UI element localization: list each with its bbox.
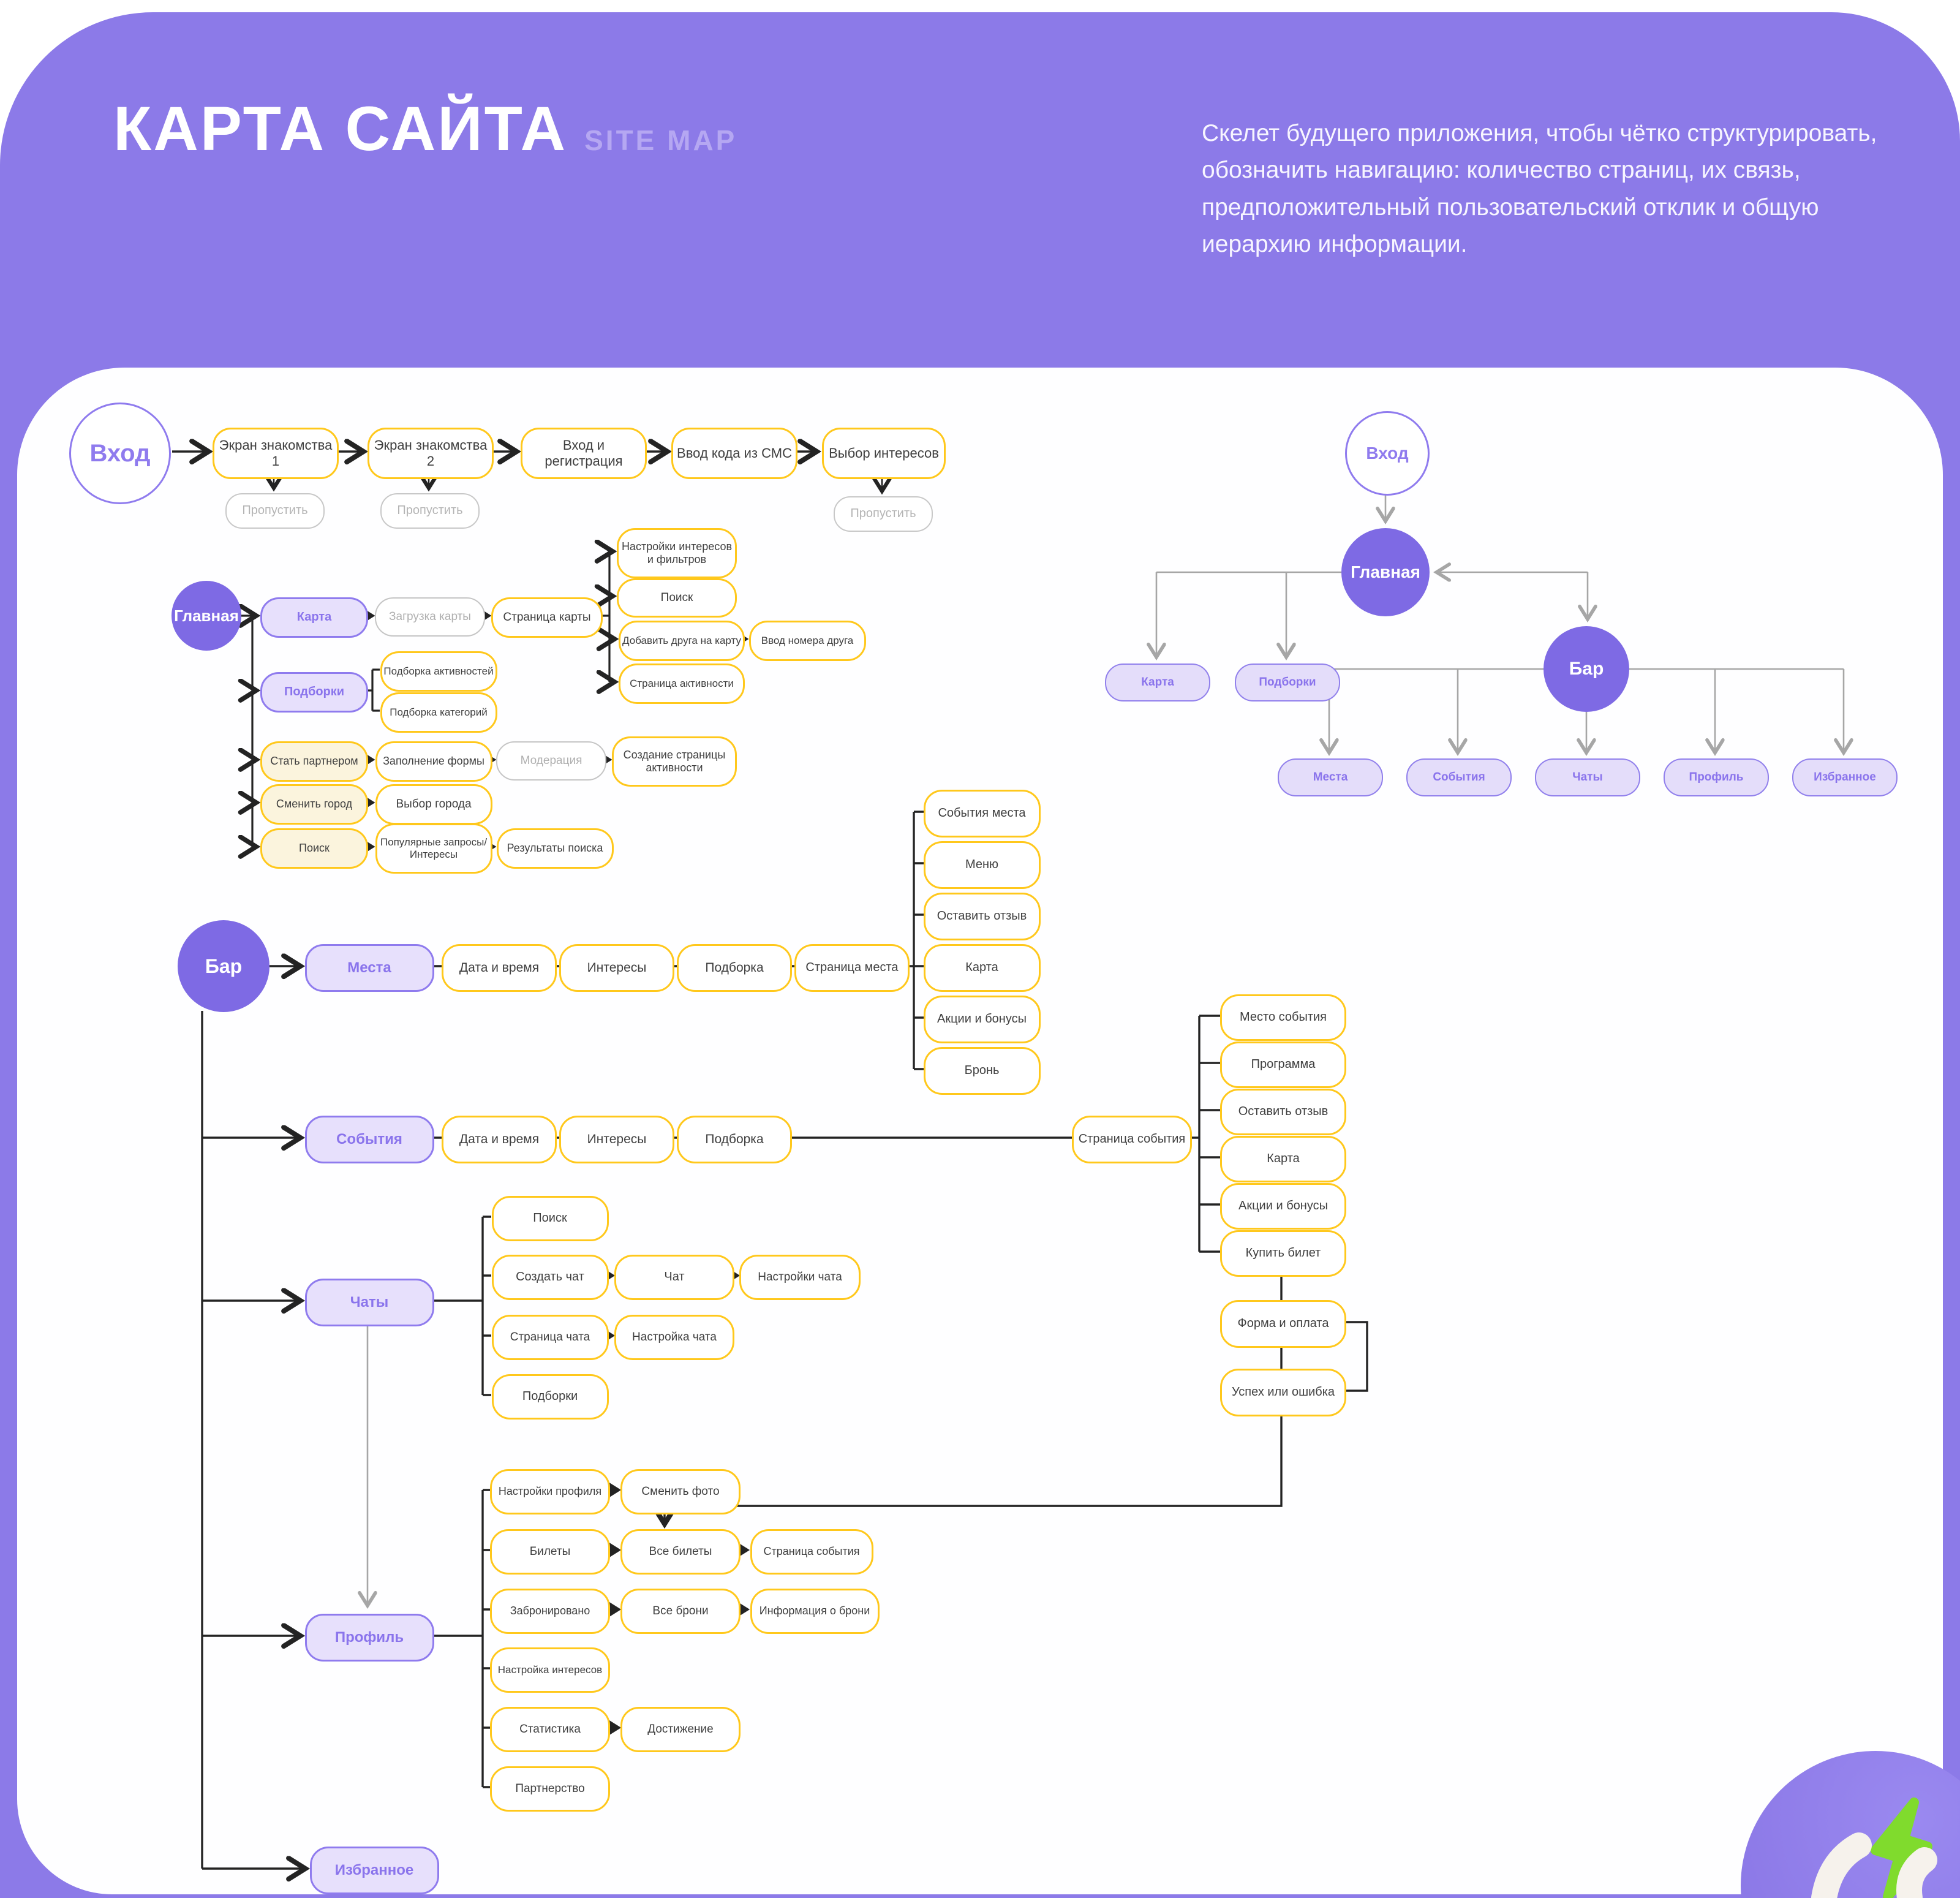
node-smenit-foto: Сменить фото (620, 1469, 741, 1514)
node-profil: Профиль (304, 1614, 434, 1662)
node-bilety: Билеты (490, 1529, 610, 1575)
node-sobytiya: События (304, 1116, 434, 1163)
node-izbrannoe-r: Избранное (1792, 758, 1898, 796)
node-vhod-reg: Вход и регистрация (521, 428, 647, 479)
node-mesta-r: Места (1278, 758, 1383, 796)
node-karta-m: Карта (923, 944, 1041, 992)
node-menu: Меню (923, 841, 1041, 889)
node-vse-bilety: Все билеты (620, 1529, 741, 1575)
circle-vhod-left: Вход (69, 403, 171, 504)
node-ostavit-otzyv-m: Оставить отзыв (923, 893, 1041, 940)
circle-glavnaya-left: Главная (172, 581, 241, 651)
node-zapolnenie-formy: Заполнение формы (375, 741, 492, 782)
node-dobavit-druga: Добавить друга на карту (619, 621, 745, 661)
node-forma-oplata: Форма и оплата (1220, 1300, 1346, 1348)
node-kupit-bilet: Купить билет (1220, 1230, 1346, 1277)
circle-bar-right: Бар (1544, 626, 1629, 712)
node-sobytiya-r: События (1406, 758, 1512, 796)
node-chat: Чат (614, 1255, 734, 1300)
node-skip3: Пропустить (834, 496, 933, 532)
node-informatsiya-o-broni: Информация о брони (750, 1589, 880, 1634)
node-mesta: Места (304, 944, 434, 992)
node-uspeh-oshibka: Успех или ошибка (1220, 1369, 1346, 1416)
node-ekran1: Экран знакомства 1 (213, 428, 339, 479)
circle-glavnaya-right: Главная (1341, 528, 1430, 616)
node-smenit-gorod: Сменить город (260, 784, 368, 825)
node-karta-l: Карта (260, 597, 368, 638)
node-zabronirovano: Забронировано (490, 1589, 610, 1634)
node-nastroyki-interesov-f: Настройки интересов и фильтров (617, 528, 737, 578)
node-partnerstvo: Партнерство (490, 1766, 610, 1812)
node-podborka-s: Подборка (677, 1116, 792, 1163)
node-ekran2: Экран знакомства 2 (368, 428, 494, 479)
node-poisk-l: Поиск (260, 828, 368, 869)
overview-tree-wires (368, 492, 1844, 1604)
node-vvod-nomera: Ввод номера друга (748, 621, 866, 661)
node-poisk-ch: Поиск (491, 1196, 609, 1241)
node-podborki-ch: Подборки (491, 1374, 609, 1420)
node-dostizhenie: Достижение (620, 1707, 741, 1752)
node-nastroyka-interesov: Настройка интересов (490, 1647, 610, 1693)
node-podborki-r: Подборки (1235, 664, 1340, 701)
node-zagruzka-karty: Загрузка карты (375, 597, 485, 637)
node-chaty: Чаты (304, 1279, 434, 1326)
node-nastroyki-profilya: Настройки профиля (490, 1469, 610, 1514)
node-stranitsa-sobytiya: Страница события (1072, 1116, 1192, 1163)
node-karta-s: Карта (1220, 1136, 1346, 1182)
node-aktsii-bonusy-s: Акции и бонусы (1220, 1183, 1346, 1230)
node-podborki-l: Подборки (260, 672, 368, 713)
page-description: Скелет будущего приложения, чтобы чётко … (1202, 120, 1877, 258)
node-poisk-karty: Поиск (617, 578, 737, 618)
node-interesy-m: Интересы (559, 944, 674, 992)
node-stat-partnerom: Стать партнером (260, 741, 368, 782)
node-stranitsa-aktivnosti: Страница активности (619, 664, 745, 704)
node-statistika: Статистика (490, 1707, 610, 1752)
node-aktsii-bonusy-m: Акции и бонусы (923, 996, 1041, 1043)
node-podborka-m: Подборка (677, 944, 792, 992)
node-stranitsa-sobytiya-p: Страница события (750, 1529, 873, 1575)
node-ostavit-otzyv-s: Оставить отзыв (1220, 1089, 1346, 1135)
node-podborka-kategoriy: Подборка категорий (380, 692, 497, 733)
node-sobytiya-mesta: События места (923, 790, 1041, 837)
node-interesy-s: Интересы (559, 1116, 674, 1163)
node-mesto-sobytiya: Место события (1220, 994, 1346, 1041)
node-vse-broni: Все брони (620, 1589, 741, 1634)
node-vybor-interesov: Выбор интересов (822, 428, 946, 479)
node-profil-r: Профиль (1664, 758, 1769, 796)
node-programma: Программа (1220, 1042, 1346, 1088)
node-rezultaty-poiska: Результаты поиска (496, 828, 614, 869)
node-data-vremya-s: Дата и время (442, 1116, 557, 1163)
node-chaty-r: Чаты (1535, 758, 1640, 796)
circle-bar-left: Бар (178, 920, 270, 1012)
node-nastroyki-chata: Настройки чата (739, 1255, 861, 1300)
node-skip1: Пропустить (225, 493, 325, 529)
node-data-vremya-m: Дата и время (442, 944, 557, 992)
node-sozdanie-stranitsy: Создание страницы активности (612, 736, 737, 787)
page-title: КАРТА САЙТА SITE MAP (113, 93, 737, 165)
node-vvod-sms: Ввод кода из СМС (671, 428, 797, 479)
node-bron: Бронь (923, 1047, 1041, 1095)
node-stranitsa-chata: Страница чата (491, 1315, 609, 1360)
node-podborka-aktivnostey: Подборка активностей (380, 651, 497, 692)
node-nastroyka-chata: Настройка чата (614, 1315, 734, 1360)
node-populyarnye-zaprosy: Популярные запросы/ Интересы (375, 823, 492, 874)
node-skip2: Пропустить (380, 493, 480, 529)
node-izbrannoe: Избранное (309, 1847, 439, 1894)
title-text: КАРТА САЙТА (113, 94, 568, 164)
node-sozdat-chat: Создать чат (491, 1255, 609, 1300)
node-stranitsa-mesta: Страница места (794, 944, 910, 992)
node-moderatsiya: Модерация (496, 741, 606, 781)
node-karta-r: Карта (1105, 664, 1210, 701)
node-vybor-goroda: Выбор города (375, 784, 492, 825)
node-stranitsa-karty: Страница карты (491, 597, 603, 638)
circle-vhod-right: Вход (1345, 411, 1430, 496)
page-subtitle: SITE MAP (584, 124, 737, 156)
